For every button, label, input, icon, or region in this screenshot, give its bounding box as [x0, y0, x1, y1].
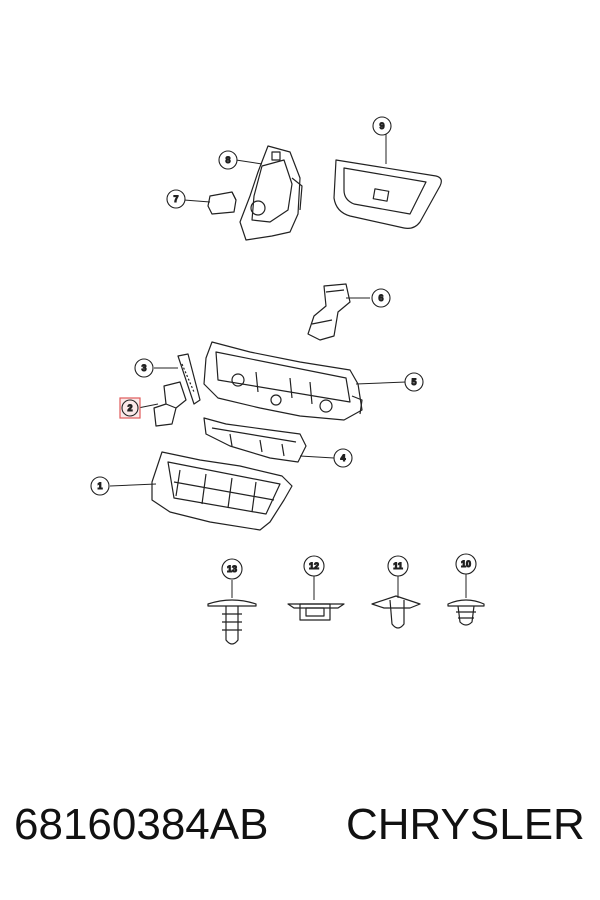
callout-5[interactable]: 5 [404, 372, 424, 392]
callout-3[interactable]: 3 [134, 358, 154, 378]
part-6-duct [307, 283, 351, 341]
part-8-bracket [239, 145, 303, 241]
part-5-panel [203, 341, 363, 421]
svg-text:4: 4 [340, 453, 345, 463]
callout-2[interactable]: 2 [119, 397, 141, 419]
part-number: 68160384AB [14, 800, 269, 849]
svg-text:7: 7 [173, 194, 178, 204]
svg-text:11: 11 [393, 561, 403, 571]
svg-text:9: 9 [379, 121, 384, 131]
callout-6[interactable]: 6 [371, 288, 391, 308]
svg-text:5: 5 [411, 377, 416, 387]
fastener-12 [287, 603, 345, 621]
callout-7[interactable]: 7 [166, 189, 186, 209]
part-4-bar [203, 417, 307, 463]
callout-11[interactable]: 11 [387, 555, 409, 577]
svg-text:1: 1 [97, 481, 102, 491]
callout-13[interactable]: 13 [221, 558, 243, 580]
svg-text:10: 10 [461, 559, 471, 569]
svg-text:2: 2 [127, 403, 132, 413]
svg-text:13: 13 [227, 564, 237, 574]
parts-diagram: 9 8 7 6 5 3 2 4 1 13 12 [90, 116, 485, 645]
brand-name: CHRYSLER [346, 800, 585, 849]
svg-text:6: 6 [378, 293, 383, 303]
fastener-10 [447, 599, 485, 626]
callout-8[interactable]: 8 [218, 150, 238, 170]
svg-text:8: 8 [225, 155, 230, 165]
svg-text:3: 3 [141, 363, 146, 373]
callout-10[interactable]: 10 [455, 553, 477, 575]
callout-4[interactable]: 4 [333, 448, 353, 468]
part-1-mat [151, 451, 293, 531]
callout-1[interactable]: 1 [90, 476, 110, 496]
part-7-block [207, 191, 237, 215]
svg-text:12: 12 [309, 561, 319, 571]
fastener-11 [371, 595, 421, 629]
callout-12[interactable]: 12 [303, 555, 325, 577]
part-9-tray [333, 159, 442, 229]
callout-9[interactable]: 9 [372, 116, 392, 136]
part-2-wedge [153, 381, 187, 427]
part-3-strip [177, 353, 201, 405]
fastener-13 [207, 599, 257, 645]
